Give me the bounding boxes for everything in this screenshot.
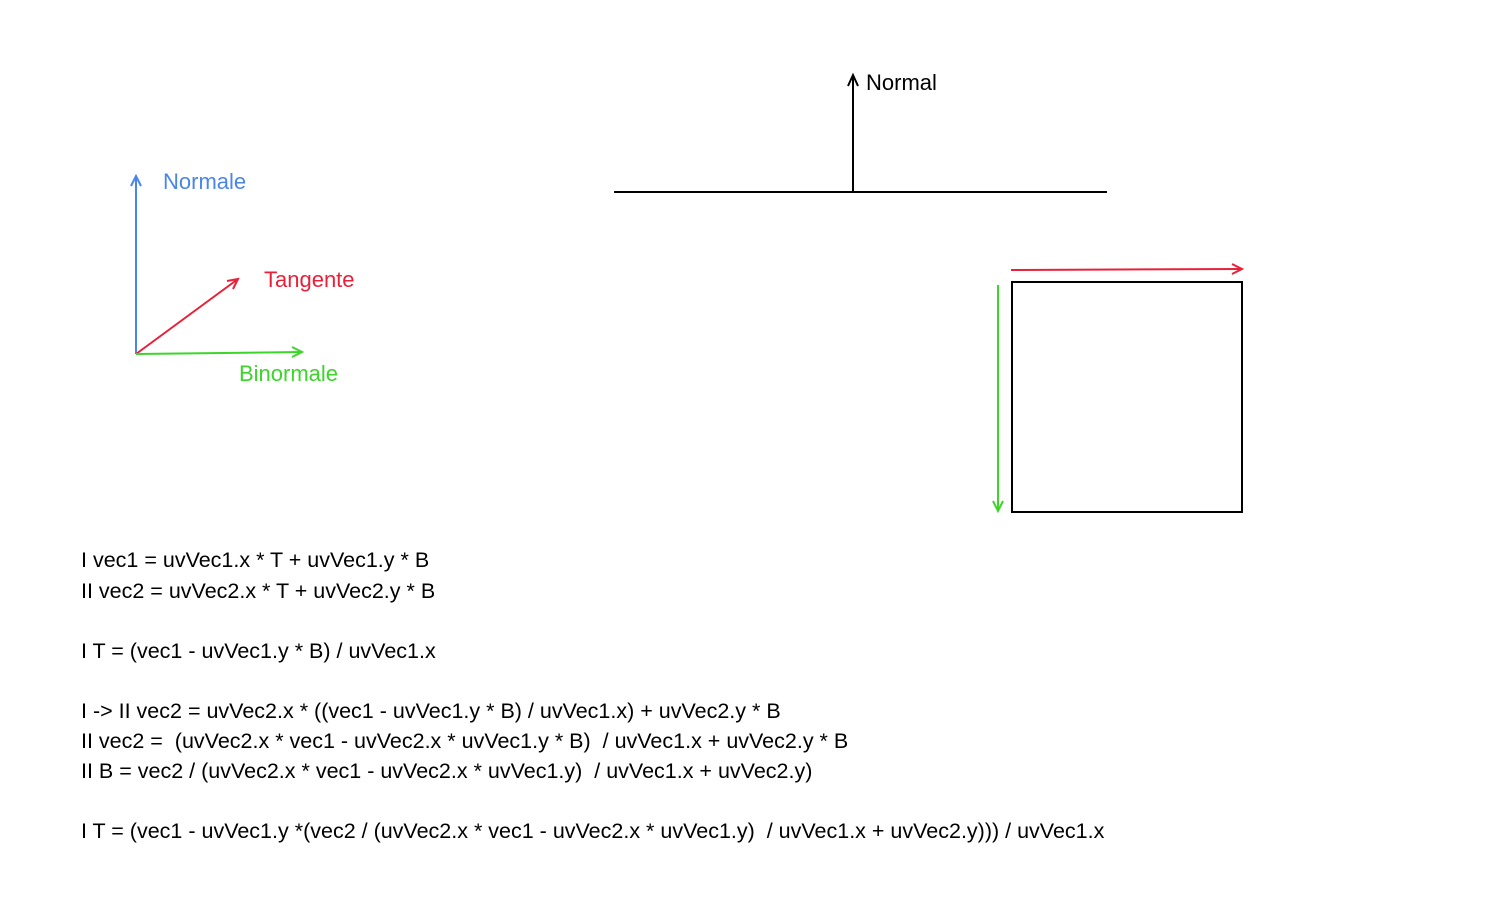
formula-line: I vec1 = uvVec1.x * T + uvVec1.y * B (81, 548, 430, 572)
formula-line: I T = (vec1 - uvVec1.y *(vec2 / (uvVec2.… (81, 819, 1105, 843)
u-direction-arrow (1010, 263, 1245, 275)
normal-axis-label: Normale (163, 169, 247, 194)
normal-axis-arrow (130, 173, 142, 354)
formula-line: II vec2 = (uvVec2.x * vec1 - uvVec2.x * … (81, 729, 849, 753)
surface-normal-label: Normal (866, 70, 937, 95)
binormal-axis-label: Binormale (239, 361, 339, 386)
formula-line: II B = vec2 / (uvVec2.x * vec1 - uvVec2.… (81, 759, 813, 783)
formula-line: II vec2 = uvVec2.x * T + uvVec2.y * B (81, 579, 436, 603)
tangent-axis-arrow (135, 277, 240, 355)
formula-line: I T = (vec1 - uvVec1.y * B) / uvVec1.x (81, 639, 436, 663)
uv-square-diagram (992, 263, 1245, 514)
axes-diagram (130, 173, 305, 358)
surface-normal-arrow (847, 72, 859, 192)
surface-diagram (614, 72, 1107, 193)
tangent-axis-label: Tangente (264, 267, 355, 292)
v-direction-arrow (992, 285, 1004, 514)
uv-square (1011, 281, 1243, 513)
binormal-axis-arrow (135, 346, 305, 358)
formula-line: I -> II vec2 = uvVec2.x * ((vec1 - uvVec… (81, 699, 781, 723)
